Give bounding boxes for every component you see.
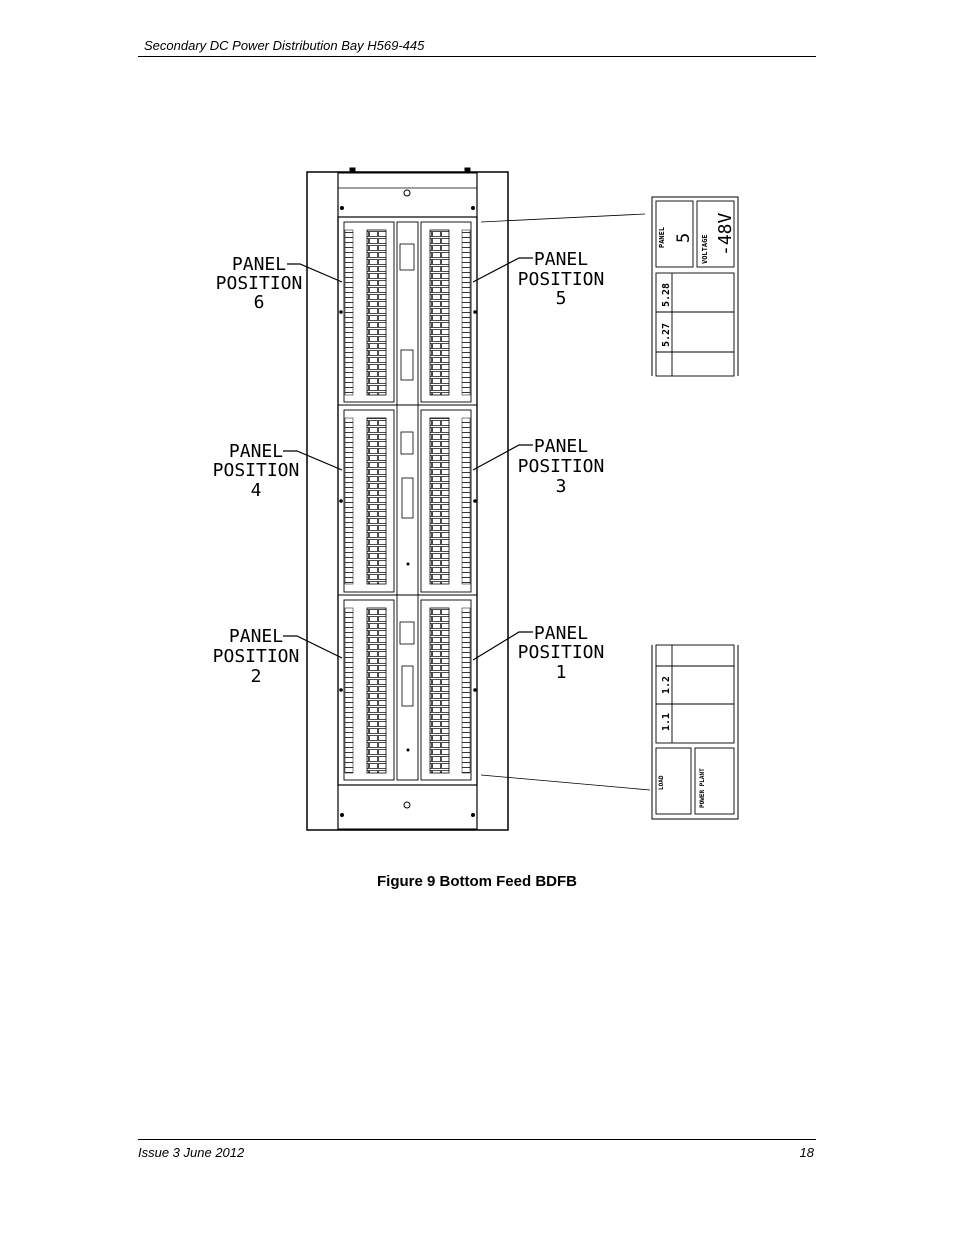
panel-6-label-number: 6: [254, 292, 265, 313]
panel-rack: [337, 216, 478, 786]
detail-top: PANEL 5 VOLTAGE -48V 5.28 5.27 5.26: [651, 196, 739, 377]
detail-top-panel-label: PANEL: [658, 227, 666, 248]
detail-bottom-row-3: 1.1: [661, 713, 672, 731]
panel-2-label-word: PANEL: [229, 626, 283, 647]
page-footer: Issue 3 June 2012 18: [138, 1139, 816, 1162]
footer-page-number: 18: [799, 1145, 814, 1160]
panel-6-label-position: POSITION: [216, 273, 303, 294]
panel-5-label-number: 5: [556, 288, 567, 309]
panel-2-body: [343, 599, 395, 781]
panel-labels: PANEL POSITION 6 PANEL POSITION 5 PANEL …: [213, 249, 605, 687]
panel-3-label-word: PANEL: [534, 436, 588, 457]
panel-5-label-position: POSITION: [518, 269, 605, 290]
panel-4-label-word: PANEL: [229, 441, 283, 462]
cabinet-frame: [306, 167, 509, 831]
panel-2-label-position: POSITION: [213, 646, 300, 667]
detail-bottom-load-label: LOAD: [658, 775, 665, 790]
page-header: Secondary DC Power Distribution Bay H569…: [138, 36, 816, 57]
panel-4-body: [343, 409, 395, 593]
mounting-holes: [339, 310, 477, 692]
panel-4-label-position: POSITION: [213, 460, 300, 481]
detail-bottom: 1.3 1.2 1.1 LOAD POWER PLANT: [651, 640, 739, 820]
panel-3-body: [420, 409, 472, 593]
panel-4-label-number: 4: [251, 480, 262, 501]
panel-3-label-position: POSITION: [518, 456, 605, 477]
detail-top-voltage-value: -48V: [715, 212, 736, 256]
panel-5-body: [420, 221, 472, 403]
footer-issue: Issue 3 June 2012: [138, 1145, 245, 1160]
detail-top-panel-value: 5: [674, 233, 694, 243]
detail-top-voltage-label: VOLTAGE: [701, 234, 709, 264]
panel-6-body: [343, 221, 395, 403]
panel-5-label-word: PANEL: [534, 249, 588, 270]
detail-bottom-power-plant-label: POWER PLANT: [699, 768, 706, 808]
figure-caption: Figure 9 Bottom Feed BDFB: [376, 873, 577, 890]
detail-bottom-row-2: 1.2: [661, 676, 672, 694]
center-bus-column: [396, 221, 419, 781]
panel-3-label-number: 3: [556, 476, 567, 497]
detail-bottom-row-1: 1.3: [661, 640, 672, 658]
header-title: Secondary DC Power Distribution Bay H569…: [144, 38, 425, 53]
panel-1-label-number: 1: [556, 662, 567, 683]
panel-1-label-position: POSITION: [518, 642, 605, 663]
detail-top-row-2: 5.27: [661, 323, 672, 347]
panel-6-label-word: PANEL: [232, 254, 286, 275]
panel-1-label-word: PANEL: [534, 623, 588, 644]
panel-1-body: [420, 599, 472, 781]
panel-callout-lines: [283, 213, 651, 791]
panel-2-label-number: 2: [251, 666, 262, 687]
detail-top-row-1: 5.28: [661, 283, 672, 307]
